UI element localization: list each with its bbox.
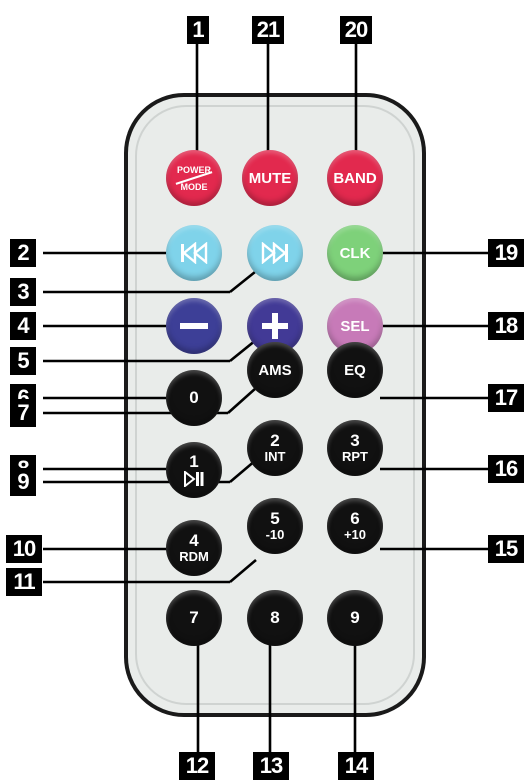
number-9-button[interactable]: 9: [327, 590, 383, 646]
number-9-label: 9: [350, 608, 360, 627]
callout-label-7: 7: [10, 399, 36, 427]
int-label: INT: [264, 449, 286, 464]
number-3-label: 3: [350, 431, 360, 450]
play-pause-icon: [184, 471, 204, 487]
callout-label-20: 20: [340, 16, 372, 44]
minus-10-label: -10: [265, 527, 285, 542]
number-2-int-button[interactable]: 2 INT: [247, 420, 303, 476]
skip-previous-icon: [181, 242, 208, 264]
callout-label-9: 9: [10, 468, 36, 496]
callout-label-19: 19: [488, 239, 524, 267]
number-5-minus10-button[interactable]: 5 -10: [247, 498, 303, 554]
number-7-label: 7: [189, 608, 199, 627]
minus-icon: [180, 323, 208, 329]
volume-up-button[interactable]: [247, 298, 303, 354]
number-8-label: 8: [270, 608, 280, 627]
plus-icon: [262, 313, 288, 339]
callout-label-18: 18: [488, 312, 524, 340]
number-1-label: 1: [189, 452, 199, 471]
previous-button[interactable]: [166, 225, 222, 281]
callout-label-16: 16: [488, 455, 524, 483]
clk-label: CLK: [339, 244, 371, 262]
next-button[interactable]: [247, 225, 303, 281]
sel-label: SEL: [340, 317, 370, 335]
callout-label-11: 11: [6, 568, 42, 596]
mode-label: MODE: [180, 181, 208, 192]
number-5-label: 5: [270, 509, 280, 528]
callout-label-21: 21: [252, 16, 284, 44]
callout-lines: [43, 44, 495, 770]
callout-label-5: 5: [10, 347, 36, 375]
remote-body-edge: [135, 105, 415, 705]
callout-label-15: 15: [488, 535, 524, 563]
skip-next-icon: [261, 242, 288, 264]
number-0-button[interactable]: 0: [166, 370, 222, 426]
callout-label-3: 3: [10, 278, 36, 306]
callout-label-17: 17: [488, 384, 524, 412]
number-1-play-pause-button[interactable]: 1: [166, 442, 222, 498]
number-8-button[interactable]: 8: [247, 590, 303, 646]
number-6-plus10-button[interactable]: 6 +10: [327, 498, 383, 554]
callout-label-13: 13: [253, 752, 289, 780]
number-4-label: 4: [189, 531, 199, 550]
number-7-button[interactable]: 7: [166, 590, 222, 646]
number-6-label: 6: [350, 509, 360, 528]
rpt-label: RPT: [342, 449, 368, 464]
eq-label: EQ: [344, 361, 366, 379]
callout-label-10: 10: [6, 535, 42, 563]
plus-10-label: +10: [343, 527, 367, 542]
clk-button[interactable]: CLK: [327, 225, 383, 281]
callout-label-12: 12: [179, 752, 215, 780]
mute-label: MUTE: [248, 169, 292, 187]
callout-label-4: 4: [10, 312, 36, 340]
number-4-rdm-button[interactable]: 4 RDM: [166, 520, 222, 576]
eq-button[interactable]: EQ: [327, 342, 383, 398]
rdm-label: RDM: [179, 549, 209, 564]
callout-label-14: 14: [338, 752, 374, 780]
number-0-label: 0: [189, 388, 199, 407]
band-label: BAND: [333, 169, 377, 187]
power-label: POWER: [176, 164, 211, 175]
mute-button[interactable]: MUTE: [242, 150, 298, 206]
volume-down-button[interactable]: [166, 298, 222, 354]
number-3-rpt-button[interactable]: 3 RPT: [327, 420, 383, 476]
power-mode-button[interactable]: POWER MODE: [166, 150, 222, 206]
ams-label: AMS: [258, 361, 292, 379]
callout-label-1: 1: [187, 16, 209, 44]
ams-button[interactable]: AMS: [247, 342, 303, 398]
callout-label-2: 2: [10, 239, 36, 267]
number-2-label: 2: [270, 431, 280, 450]
band-button[interactable]: BAND: [327, 150, 383, 206]
